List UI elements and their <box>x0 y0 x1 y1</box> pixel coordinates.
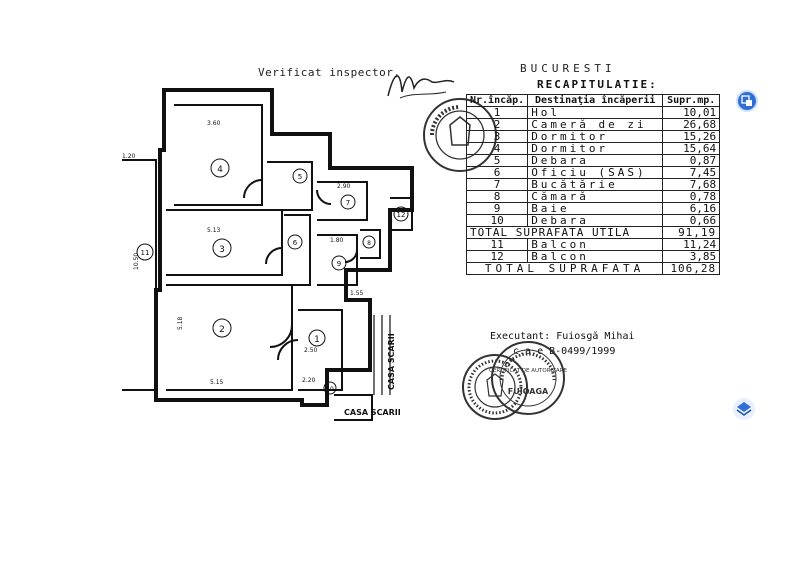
row-name: Cămară <box>527 190 664 203</box>
row-name: Balcon <box>527 238 664 251</box>
row-nr: 9 <box>465 202 529 215</box>
col-header-destination: Destinaţia încăperii <box>527 94 664 107</box>
seal-bottom-left <box>462 354 528 420</box>
row-name: Balcon <box>527 250 664 263</box>
dim-515: 5.15 <box>210 379 224 386</box>
row-nr: 8 <box>465 190 529 203</box>
row-nr: 5 <box>465 154 529 167</box>
row-name: Debara <box>527 214 664 227</box>
dim-180: 1.80 <box>330 237 344 244</box>
room-label-9: 9 <box>337 260 341 268</box>
row-nr: 4 <box>465 142 529 155</box>
row-name: Baie <box>527 202 664 215</box>
row-area: 0,66 <box>662 214 721 227</box>
row-nr: 6 <box>465 166 529 179</box>
recap-title: RECAPITULATIE: <box>537 78 658 91</box>
recap-header-row: Nr.încăp. Destinaţia încăperii Supr.mp. <box>465 94 721 107</box>
row-area: 11,24 <box>662 238 721 251</box>
layers-icon-glyph <box>736 402 752 416</box>
row-name: Cameră de zi <box>527 118 664 131</box>
row-nr: 3 <box>465 130 529 143</box>
total-utila-label: TOTAL SUPRAFATA UTILA <box>465 226 664 239</box>
verified-inspector-label: Verificat inspector, <box>258 66 401 79</box>
row-nr: 12 <box>465 250 529 263</box>
dim-290: 2.90 <box>337 183 351 190</box>
row-nr: 7 <box>465 178 529 191</box>
room-label-5: 5 <box>298 173 302 181</box>
room-label-12: 12 <box>397 211 406 219</box>
col-header-nr: Nr.încăp. <box>465 94 529 107</box>
dim-250: 2.50 <box>304 347 318 354</box>
dim-518: 5.18 <box>177 316 184 330</box>
row-name: Oficiu (SAS) <box>527 166 664 179</box>
row-nr: 10 <box>465 214 529 227</box>
stair-label-vertical: CASA SCARII <box>387 333 396 390</box>
translate-icon-glyph <box>741 95 752 106</box>
signature <box>387 75 455 99</box>
room-label-8: 8 <box>367 240 371 247</box>
room-label-10: 10 <box>326 386 334 393</box>
room-label-7: 7 <box>346 199 350 207</box>
row-area: 6,16 <box>662 202 721 215</box>
room-label-3: 3 <box>219 245 225 255</box>
total-row: TOTAL SUPRAFATA 106,28 <box>465 262 721 275</box>
row-name: Dormitor <box>527 130 664 143</box>
row-name: Debara <box>527 154 664 167</box>
row-area: 0,78 <box>662 190 721 203</box>
room-label-11: 11 <box>141 249 150 257</box>
row-nr: 2 <box>465 118 529 131</box>
room-label-6: 6 <box>293 239 298 247</box>
header-top-fragment: BUCURESTI <box>520 62 616 75</box>
dim-1050: 10.50 <box>133 253 140 270</box>
dim-220: 2.20 <box>302 377 316 384</box>
room-label-4: 4 <box>217 165 223 175</box>
floor-plan: 1 2 3 4 5 6 7 8 9 10 11 12 3.60 5.13 5.1… <box>122 88 414 421</box>
dim-513: 5.13 <box>207 227 221 234</box>
layers-icon[interactable] <box>733 398 755 420</box>
stair-label-horizontal: CASA SCARII <box>344 408 401 417</box>
row-name: Dormitor <box>527 142 664 155</box>
dim-120: 1.20 <box>122 153 136 160</box>
row-nr: 1 <box>465 106 529 119</box>
dim-360: 3.60 <box>207 120 221 127</box>
translate-icon[interactable] <box>736 90 758 112</box>
row-area: 7,68 <box>662 178 721 191</box>
recap-table: Nr.încăp. Destinaţia încăperii Supr.mp. … <box>465 94 721 275</box>
row-name: Hol <box>527 106 664 119</box>
row-name: Bucătărie <box>527 178 664 191</box>
row-area: 3,85 <box>662 250 721 263</box>
row-area: 26,68 <box>662 118 721 131</box>
row-area: 15,26 <box>662 130 721 143</box>
total-value: 106,28 <box>662 262 721 275</box>
total-utila-value: 91,19 <box>662 226 721 239</box>
total-utila-row: TOTAL SUPRAFATA UTILA 91,19 <box>465 226 721 239</box>
room-label-2: 2 <box>219 325 225 335</box>
row-area: 15,64 <box>662 142 721 155</box>
seal-certificate: CERTIFICAT DE AUTORIZARE FUIOAGA <box>489 341 568 415</box>
executant-name: Executant: Fuiosgă Mihai <box>490 331 635 342</box>
dim-155: 1.55 <box>350 290 364 297</box>
authorization-number: c.a.e B-0499/1999 <box>513 346 616 357</box>
row-area: 0,87 <box>662 154 721 167</box>
seal-certificate-text: CERTIFICAT DE AUTORIZARE <box>489 368 568 374</box>
col-header-area: Supr.mp. <box>662 94 721 107</box>
room-label-1: 1 <box>314 335 320 345</box>
row-area: 10,01 <box>662 106 721 119</box>
row-area: 7,45 <box>662 166 721 179</box>
total-label: TOTAL SUPRAFATA <box>465 262 664 275</box>
seal-name-text: FUIOAGA <box>508 387 549 396</box>
row-nr: 11 <box>465 238 529 251</box>
